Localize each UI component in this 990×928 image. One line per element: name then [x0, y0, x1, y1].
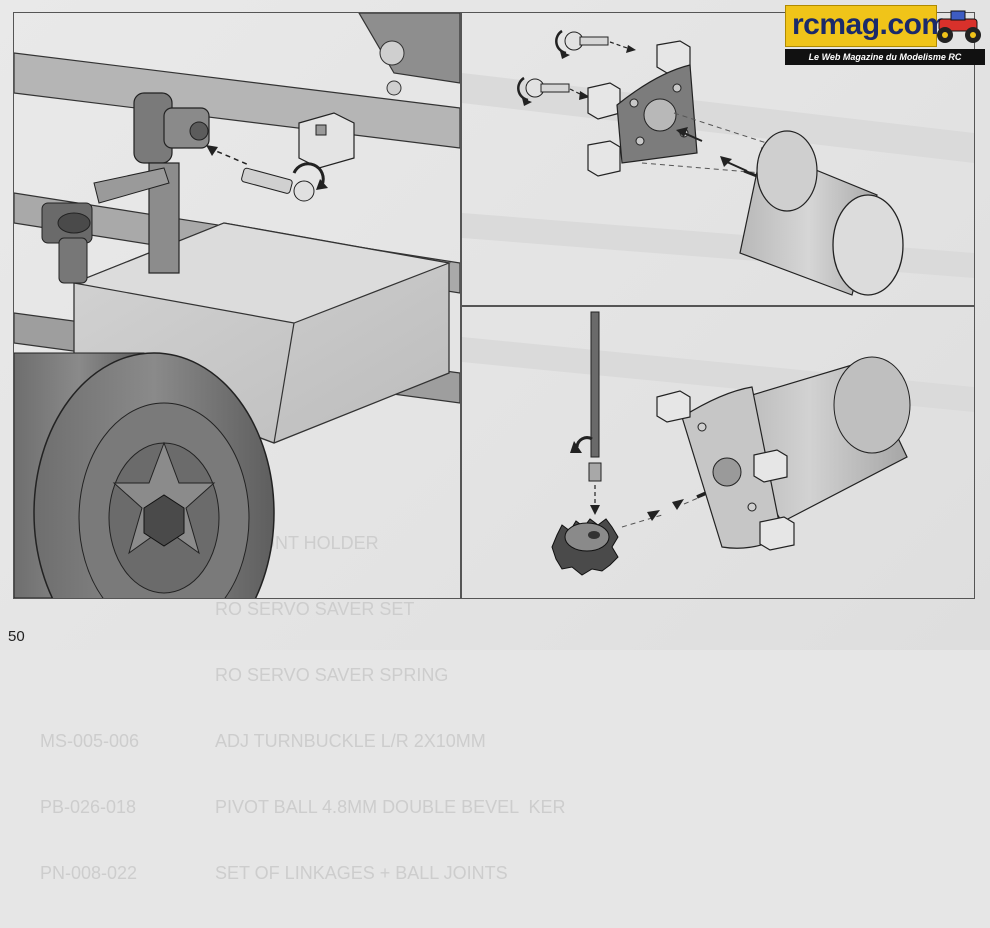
motor-mount-drawing: [462, 29, 974, 296]
pinion-drawing: [462, 311, 974, 576]
logo-text: rcmag.com: [792, 8, 948, 41]
motor-with-mount: [656, 356, 911, 551]
motor-mount: [587, 40, 698, 177]
pinion-install-step-illustration: [462, 307, 974, 598]
grub-screw: [588, 462, 602, 482]
mount-screw: [555, 29, 609, 59]
motor-mount-step-illustration: [462, 13, 974, 304]
logo-badge: rcmag.com: [785, 5, 948, 47]
hex-wrench: [570, 311, 600, 458]
manual-page: D MOUNT HOLDER RO SERVO SAVER SET RO SER…: [0, 0, 990, 883]
rcmag-logo[interactable]: rcmag.com Le Web Magazine du Modelisme R…: [785, 5, 985, 71]
panel-divider-vertical: [460, 12, 462, 599]
chassis-assembly-illustration: [14, 13, 460, 598]
panel-divider-horizontal: [461, 305, 975, 307]
page-number: 50: [8, 628, 25, 645]
pinion-gear: [551, 518, 619, 576]
ghost-row: RO SERVO SAVER SET: [215, 599, 415, 619]
ghost-row: RO SERVO SAVER SPRING: [215, 665, 449, 685]
buggy-icon: [937, 10, 981, 43]
chassis-drawing: [14, 13, 460, 598]
logo-tagline: Le Web Magazine du Modelisme RC: [785, 49, 985, 65]
electric-motor: [739, 130, 904, 296]
mount-screw: [517, 76, 570, 106]
